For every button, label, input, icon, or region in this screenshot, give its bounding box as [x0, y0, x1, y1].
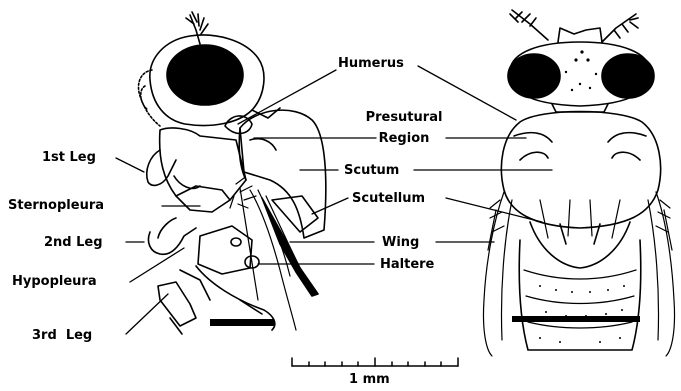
label-sternopleura: Sternopleura: [8, 198, 104, 213]
lateral-thorax: [240, 110, 326, 238]
label-scutellum: Scutellum: [352, 191, 425, 206]
leader-lines: [116, 66, 552, 334]
dorsal-arista-right: [602, 14, 638, 42]
dorsal-arista-left: [510, 10, 548, 40]
label-leg2: 2nd Leg: [44, 235, 103, 250]
lateral-neck: [252, 108, 280, 118]
label-hypopleura: Hypopleura: [12, 274, 97, 289]
lateral-hypopleura-plate: [198, 226, 252, 274]
lateral-arista: [186, 12, 208, 44]
lateral-sternopleura-plate: [176, 186, 230, 200]
dorsal-wing-right: [648, 192, 675, 356]
lateral-wing-dark: [262, 198, 318, 296]
label-wing: Wing: [382, 235, 419, 250]
label-leg3: 3rd Leg: [32, 328, 92, 343]
lateral-wing-knob: [231, 238, 241, 246]
leader-leg3: [126, 294, 168, 334]
lateral-view: [139, 12, 326, 334]
lateral-leg3: [158, 282, 196, 326]
dorsal-eye-right: [602, 54, 654, 98]
lateral-leg1: [147, 150, 176, 185]
dorsal-ocelli: [565, 50, 597, 91]
dorsal-eye-left: [508, 54, 560, 98]
label-region: Region: [354, 131, 454, 146]
lateral-leg3-b: [170, 270, 210, 334]
lateral-eye: [167, 45, 243, 105]
label-haltere: Haltere: [380, 257, 434, 272]
dorsal-abdomen: [519, 240, 640, 350]
label-scutum: Scutum: [344, 163, 399, 178]
dorsal-view: [483, 10, 674, 356]
scale-bar: [292, 358, 458, 366]
leader-leg1: [116, 158, 144, 172]
leader-scutellum-left: [312, 198, 348, 214]
lateral-leg2: [148, 228, 196, 254]
dorsal-transverse-suture: [520, 152, 640, 160]
dorsal-presutural: [514, 133, 646, 142]
label-humerus: Humerus: [338, 56, 404, 71]
dorsal-bristles: [490, 200, 670, 238]
dorsal-abdomen-stipple: [539, 285, 625, 343]
dorsal-black-band: [512, 316, 640, 322]
dorsal-scutellum: [530, 222, 630, 268]
leader-humerus-left: [238, 70, 336, 124]
scale-bar-label: 1 mm: [349, 372, 390, 387]
lateral-black-band: [210, 319, 274, 326]
lateral-leg2-b: [158, 218, 176, 238]
label-presutural: Presutural: [354, 110, 454, 125]
dorsal-frons: [558, 28, 602, 42]
label-leg1: 1st Leg: [42, 150, 96, 165]
dorsal-wing-left: [483, 192, 512, 356]
